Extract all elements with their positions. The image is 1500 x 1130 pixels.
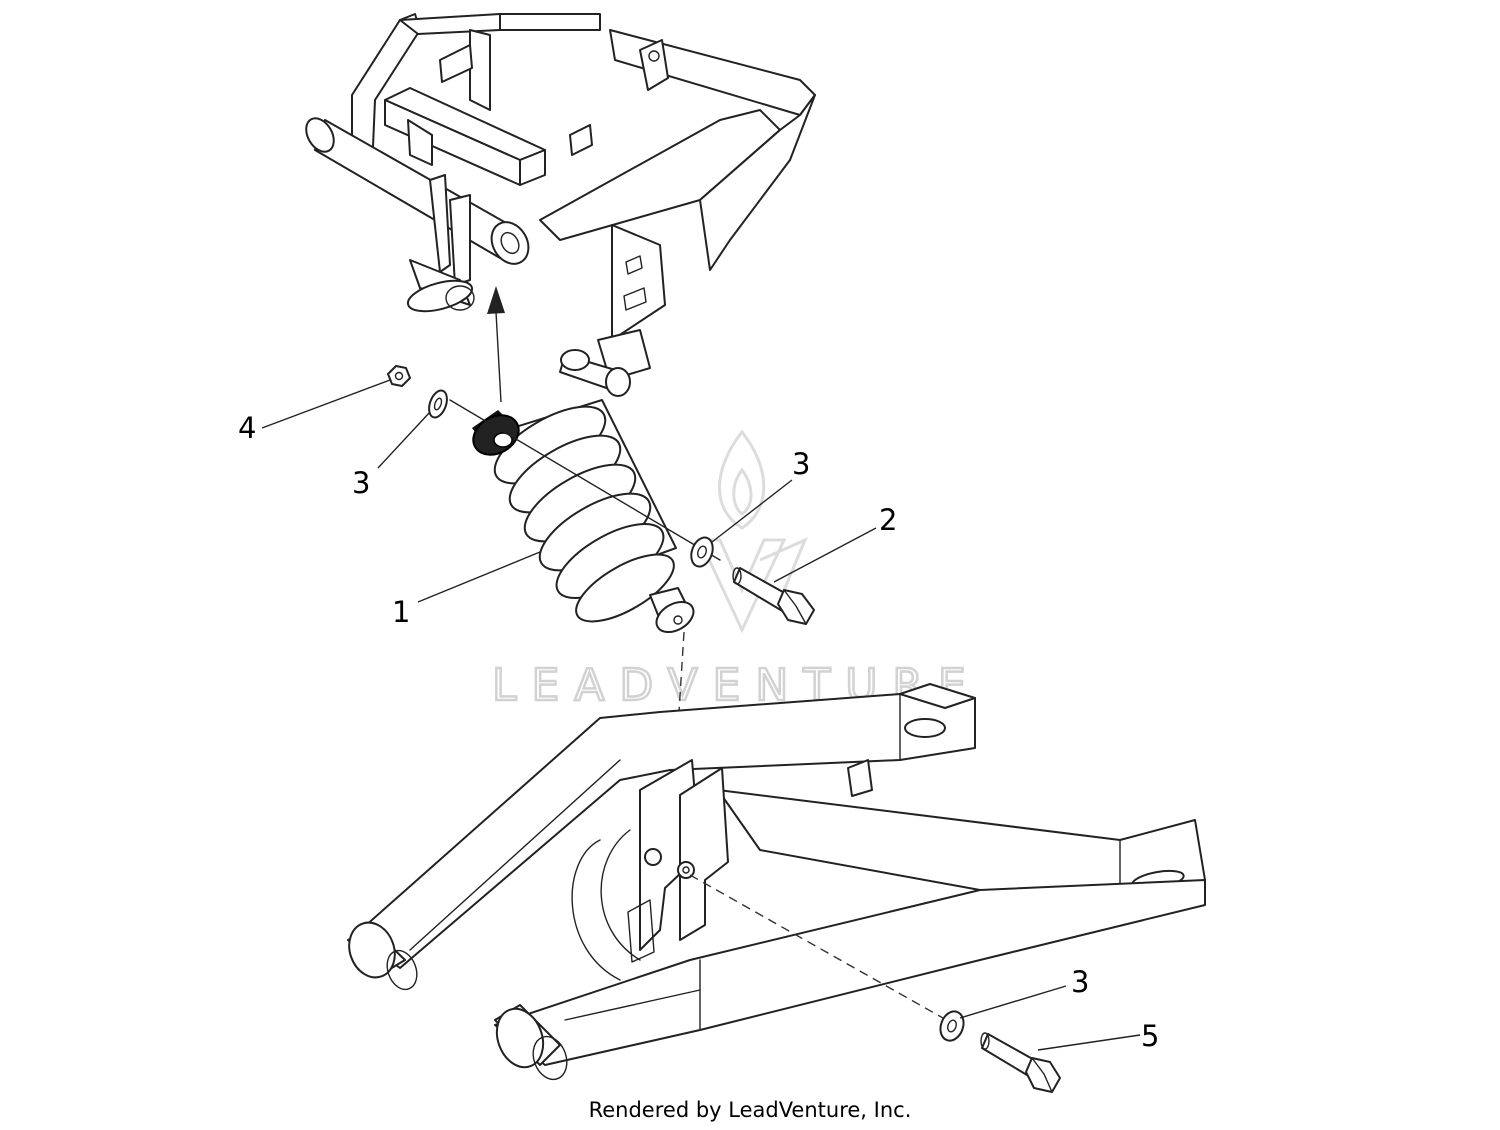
hex-nut xyxy=(387,365,411,387)
callout-bolt-bottom: 5 xyxy=(1141,1019,1159,1053)
washer-top xyxy=(428,389,448,419)
washer-mid xyxy=(690,536,714,568)
callout-washer-bottom: 3 xyxy=(1071,965,1089,999)
leader-lines xyxy=(261,379,1141,1051)
callout-washer-mid: 3 xyxy=(792,447,810,481)
washer-bottom xyxy=(939,1010,965,1042)
bolt-top xyxy=(732,567,815,625)
render-credit: Rendered by LeadVenture, Inc. xyxy=(589,1098,912,1122)
callout-shock: 1 xyxy=(392,595,410,629)
bolt-bottom xyxy=(980,1032,1061,1093)
callouts: 4 3 3 2 1 3 5 xyxy=(238,411,1159,1053)
frame-assembly xyxy=(305,13,816,397)
install-arrow xyxy=(487,286,505,403)
leadventure-flame-logo xyxy=(697,429,808,634)
callout-washer-top: 3 xyxy=(352,466,370,500)
shock-absorber xyxy=(472,399,695,634)
callout-bolt-top: 2 xyxy=(879,503,897,537)
callout-nut: 4 xyxy=(238,411,256,445)
swingarm-assembly xyxy=(347,683,1206,1081)
